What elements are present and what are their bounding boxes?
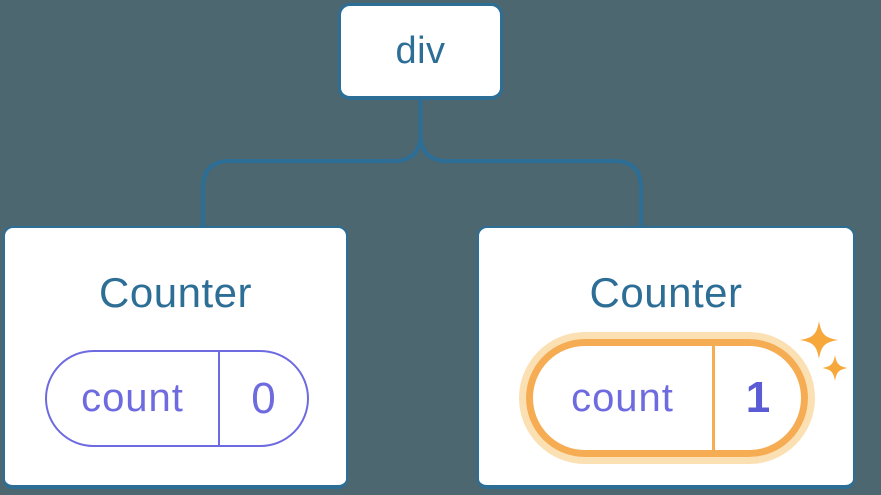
component-title: Counter xyxy=(589,269,743,316)
counter-card-right: Counter count 1 xyxy=(477,226,855,489)
tree-branch-left xyxy=(201,100,423,227)
state-value: 1 xyxy=(745,373,771,422)
tree-branch-right xyxy=(418,100,643,227)
state-name-cell: count xyxy=(533,346,712,450)
state-name: count xyxy=(571,375,674,420)
state-value-cell: 0 xyxy=(218,352,307,445)
sparkle-small-icon xyxy=(822,355,848,381)
state-name: count xyxy=(81,376,184,420)
sparkles-icon xyxy=(800,321,848,381)
state-pill-highlighted: count 1 xyxy=(526,339,808,457)
state-value-cell: 1 xyxy=(712,346,801,450)
sparkle-large-icon xyxy=(800,321,838,359)
counter-card-left: Counter count 0 xyxy=(3,226,348,489)
state-pill: count 0 xyxy=(45,350,309,447)
root-node-label: div xyxy=(395,29,446,72)
state-value: 0 xyxy=(251,373,276,423)
root-node-div: div xyxy=(338,3,503,100)
state-name-cell: count xyxy=(47,352,218,445)
component-title: Counter xyxy=(99,269,252,316)
